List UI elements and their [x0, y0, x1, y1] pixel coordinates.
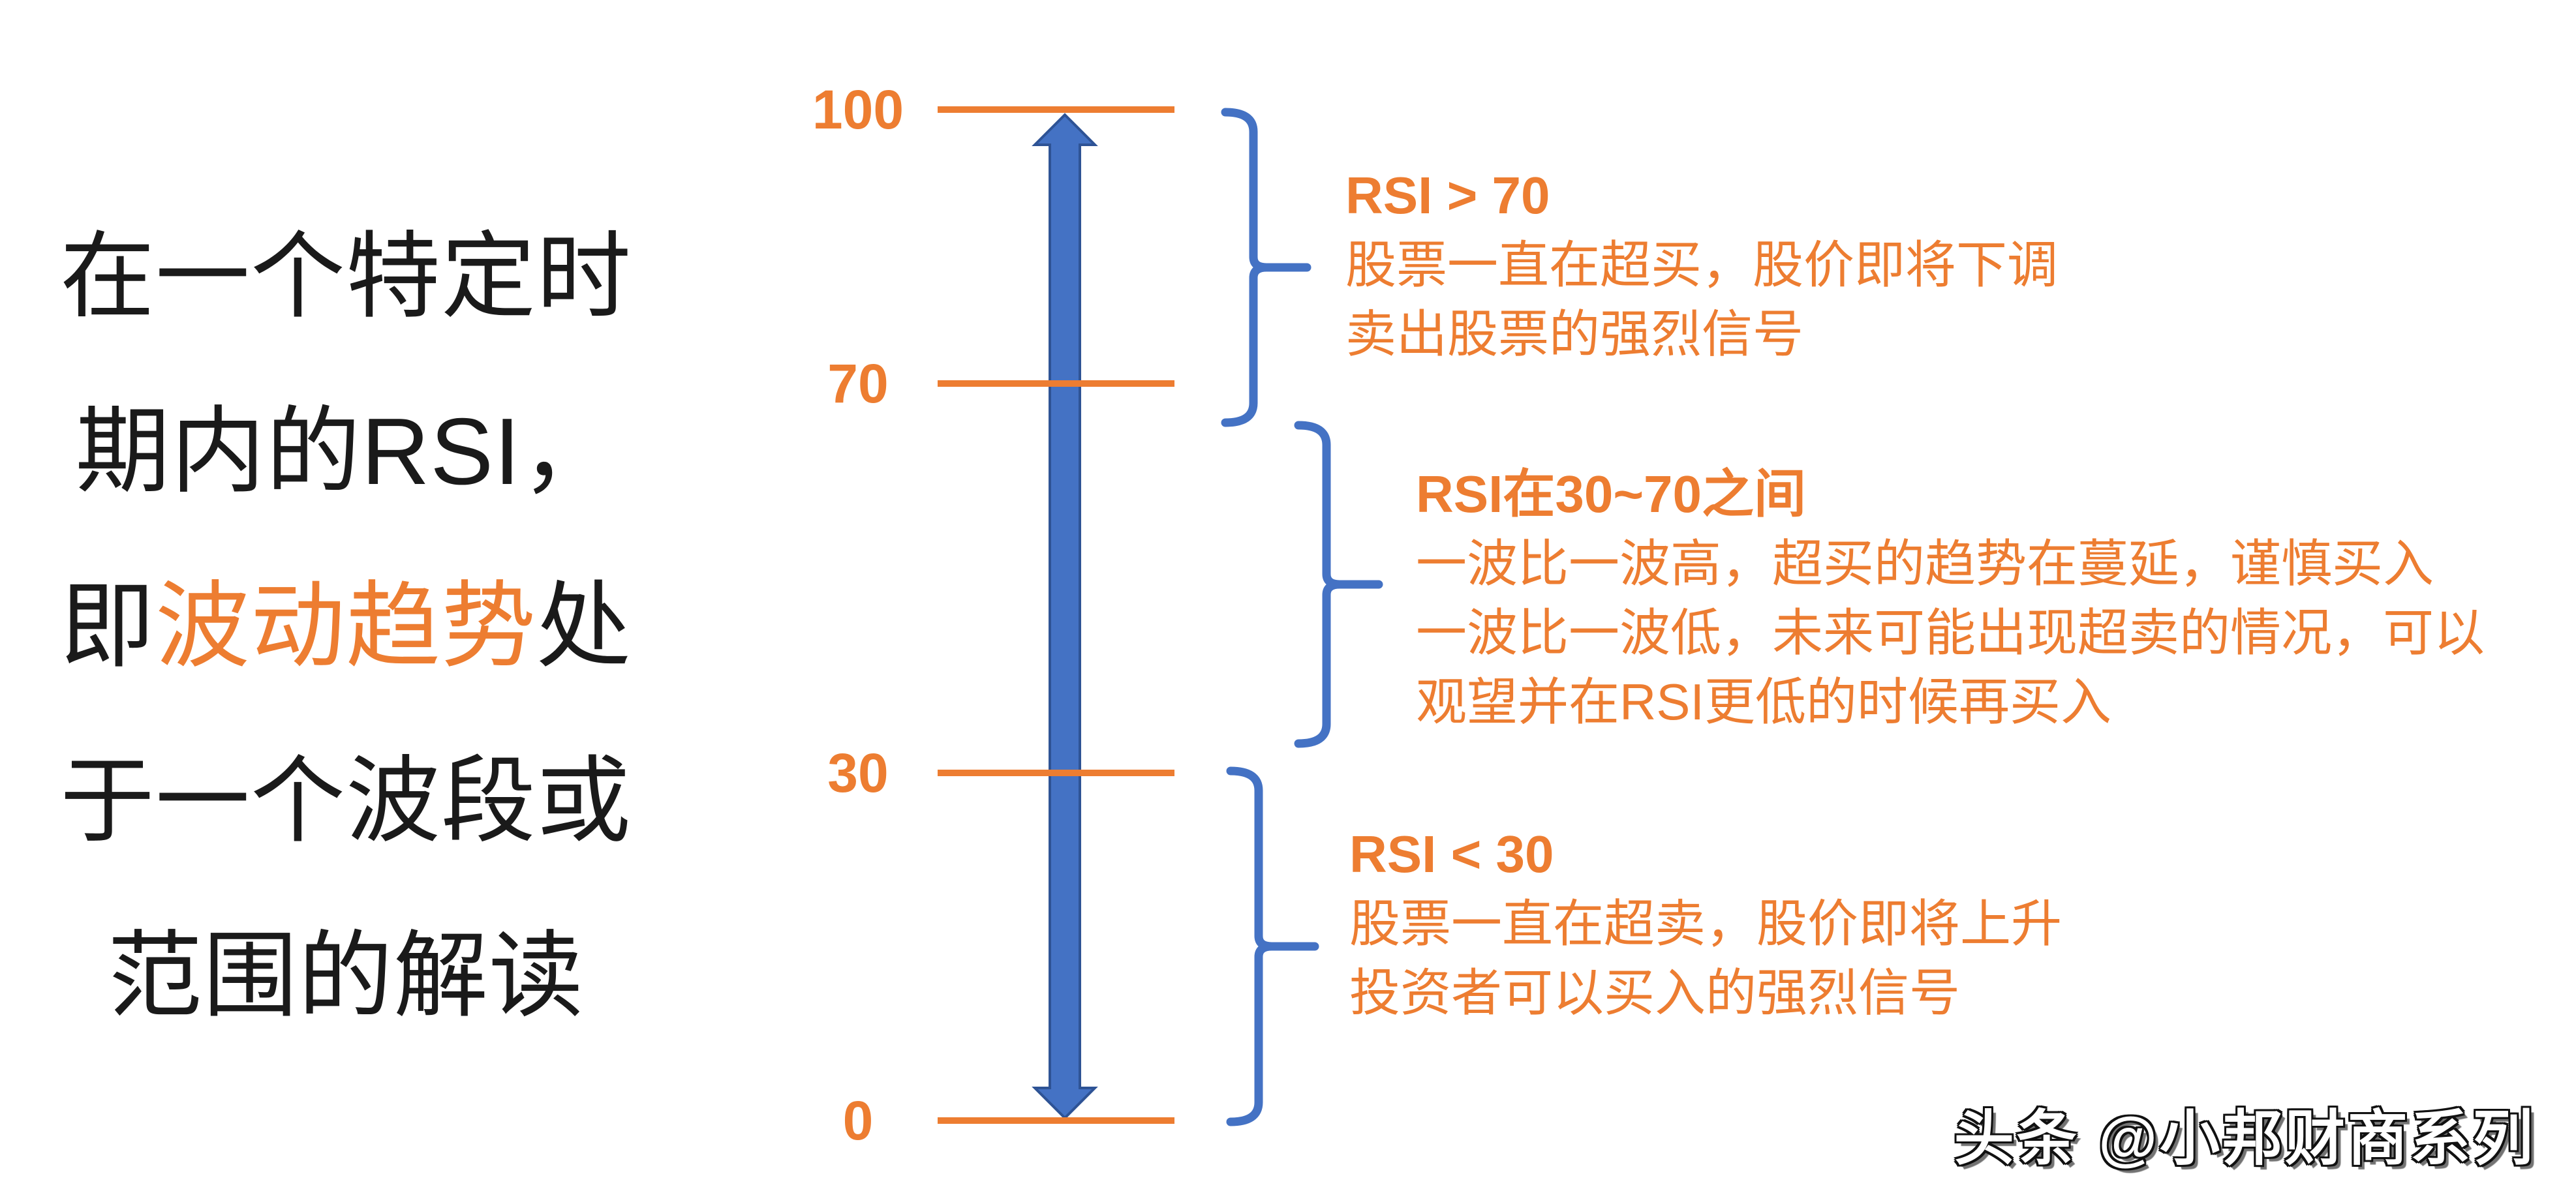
scale-label-0: 0 [842, 1090, 874, 1151]
intro-line-2: 期内的RSI， [75, 399, 617, 504]
double-arrow-shape [1032, 113, 1098, 1120]
annotation-oversold-title: RSI < 30 [1349, 825, 1554, 883]
annotation-overbought-title: RSI > 70 [1345, 166, 1550, 224]
annotation-neutral-band-line-3: 观望并在RSI更低的时候再买入 [1416, 673, 2112, 731]
scale-label-30: 30 [827, 742, 889, 804]
annotation-neutral-band-title: RSI在30~70之间 [1416, 465, 1807, 523]
brace-middle-band [1294, 421, 1383, 748]
scale-label-100: 100 [812, 79, 904, 140]
intro-line-3-pre: 即 [60, 573, 155, 679]
annotation-oversold-line-2: 投资者可以买入的强烈信号 [1349, 964, 1961, 1021]
intro-line-3: 即波动趋势处 [20, 539, 672, 714]
annotation-neutral-band-line-2: 一波比一波低，未来可能出现超卖的情况，可以 [1416, 604, 2485, 661]
annotation-overbought-line-1: 股票一直在超买，股价即将下调 [1345, 236, 2059, 294]
level-line-30 [938, 770, 1174, 776]
level-line-100 [938, 106, 1174, 113]
toutiao-watermark: 头条 @小邦财商系列 [1954, 1106, 2536, 1172]
annotation-overbought: RSI > 70 股票一直在超买，股价即将下调 卖出股票的强烈信号 [1345, 161, 2058, 369]
scale-label-70: 70 [827, 353, 889, 414]
intro-line-3-highlight: 波动趋势 [155, 573, 536, 679]
annotation-overbought-line-2: 卖出股票的强烈信号 [1345, 305, 1804, 363]
annotation-neutral-band-line-1: 一波比一波高，超买的趋势在蔓延，谨慎买入 [1416, 535, 2434, 592]
level-line-70 [938, 380, 1174, 387]
annotation-oversold-line-1: 股票一直在超卖，股价即将上升 [1349, 895, 2062, 952]
level-line-0 [938, 1117, 1174, 1124]
intro-line-4: 于一个波段或 [60, 748, 632, 854]
annotation-oversold: RSI < 30 股票一直在超卖，股价即将上升 投资者可以买入的强烈信号 [1349, 820, 2062, 1027]
intro-line-3-post: 处 [536, 573, 632, 679]
brace-bottom-band [1226, 766, 1319, 1126]
intro-line-1: 在一个特定时 [60, 224, 632, 329]
intro-paragraph: 在一个特定时 期内的RSI， 即波动趋势处 于一个波段或 范围的解读 [20, 189, 672, 1063]
annotation-neutral-band: RSI在30~70之间 一波比一波高，超买的趋势在蔓延，谨慎买入 一波比一波低，… [1416, 460, 2485, 736]
intro-line-5: 范围的解读 [108, 923, 584, 1029]
brace-top-band [1221, 108, 1311, 427]
